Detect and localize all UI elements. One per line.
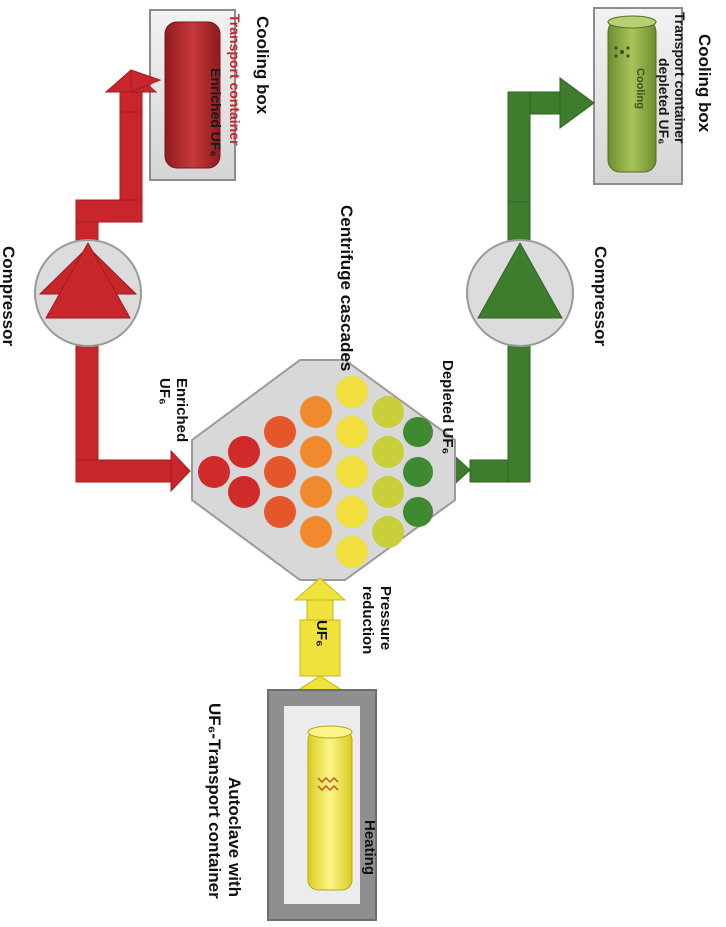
transport-container-green-label-2: depleted UF₆ <box>656 58 672 145</box>
enriched-transport-container <box>164 21 221 169</box>
depleted-uf6-flow-label: Depleted UF₆ <box>439 360 456 455</box>
autoclave-label-1: Autoclave with <box>225 777 244 897</box>
centrifuge-cascades-label: Centrifuge cascades <box>337 205 356 372</box>
compressor-top <box>34 239 142 347</box>
compressor-top-label: Compressor <box>0 246 18 347</box>
compressor-bottom-triangle <box>477 241 563 319</box>
compressor-top-triangle <box>45 241 131 319</box>
cooling-box-top-label: Cooling box <box>253 16 272 115</box>
snowflake-icon <box>614 46 630 58</box>
uf6-feed-label: UF₆ <box>313 620 330 647</box>
cooling-box-depleted <box>593 7 683 185</box>
pressure-reduction-label-2: reduction <box>359 586 376 655</box>
transport-container-green-label-1: Transport container <box>672 12 688 144</box>
feed-flow-arrow <box>293 577 347 709</box>
pressure-reduction-label-1: Pressure <box>377 586 394 651</box>
transport-container-red-label: Transport container <box>227 14 243 146</box>
compressor-bottom-label: Compressor <box>591 246 610 347</box>
heating-label: Heating <box>361 820 378 876</box>
enriched-uf6-flow-label: Enriched UF₆ <box>155 378 190 443</box>
cooling-box-enriched <box>149 9 236 181</box>
depleted-transport-container <box>607 19 657 173</box>
compressor-bottom <box>466 239 574 347</box>
heating-coil-icon <box>317 776 339 792</box>
autoclave <box>267 689 377 921</box>
feed-transport-container <box>307 729 353 891</box>
autoclave-label-2: UF₆-Transport container <box>205 703 224 899</box>
cooling-icon-label: Cooling <box>634 68 646 109</box>
cooling-box-bottom-label: Cooling box <box>695 34 714 133</box>
centrifuge-cascade <box>191 359 456 581</box>
enriched-uf6-container-label: Enriched UF₆ <box>208 68 224 157</box>
